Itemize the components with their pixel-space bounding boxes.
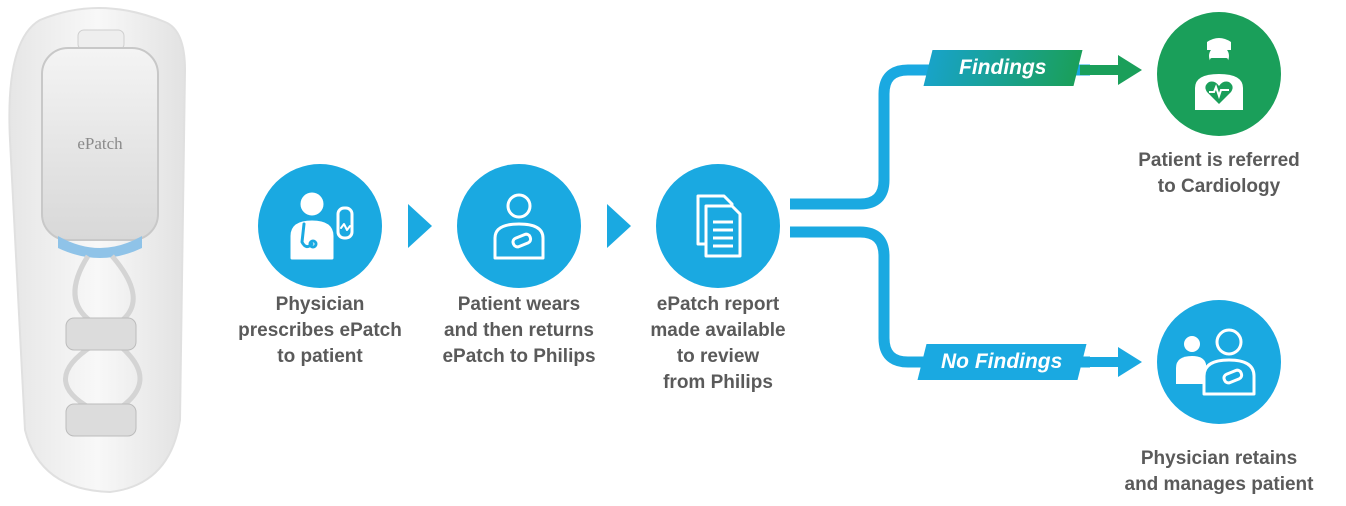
findings-arrow-icon bbox=[1080, 55, 1142, 85]
branch-connectors bbox=[790, 64, 1090, 368]
step-report-circle bbox=[656, 164, 780, 288]
chevron-right-icon bbox=[607, 204, 631, 248]
step-physician-circle bbox=[258, 164, 382, 288]
report-icon bbox=[696, 194, 742, 258]
findings-label: Findings bbox=[959, 56, 1047, 79]
chevron-right-icon bbox=[408, 204, 432, 248]
epatch-device: ePatch bbox=[0, 0, 200, 506]
step-report-caption: ePatch report made available to review f… bbox=[650, 294, 786, 393]
no-findings-label: No Findings bbox=[941, 350, 1063, 373]
physician-patient-icon bbox=[1176, 328, 1256, 396]
physician-icon bbox=[290, 192, 354, 260]
cardiology-circle bbox=[1157, 12, 1281, 136]
cardiology-caption: Patient is referred to Cardiology bbox=[1138, 150, 1300, 197]
no-findings-arrow-icon bbox=[1080, 347, 1142, 377]
no-findings-tag: No Findings bbox=[917, 344, 1087, 380]
physician-manages-circle bbox=[1157, 300, 1281, 424]
physician-manages-caption: Physician retains and manages patient bbox=[1124, 448, 1314, 495]
step-patient-circle bbox=[457, 164, 581, 288]
patient-icon bbox=[493, 193, 545, 260]
findings-tag: Findings bbox=[923, 50, 1083, 86]
cardiologist-icon bbox=[1195, 38, 1243, 110]
device-label: ePatch bbox=[77, 134, 123, 153]
step-patient-caption: Patient wears and then returns ePatch to… bbox=[442, 294, 596, 367]
step-physician-caption: Physician prescribes ePatch to patient bbox=[238, 294, 402, 367]
